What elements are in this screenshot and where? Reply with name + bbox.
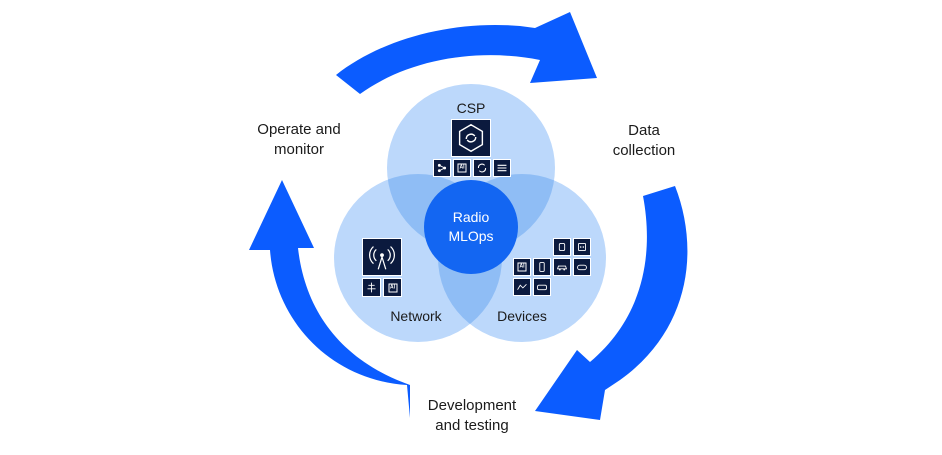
camera-icon bbox=[513, 278, 531, 296]
cycle-arrows bbox=[249, 12, 688, 420]
label-csp: CSP bbox=[456, 100, 486, 116]
list-icon bbox=[493, 159, 511, 177]
antenna-icon bbox=[362, 238, 402, 276]
robot-icon bbox=[573, 238, 591, 256]
stage-data-collection: Data collection bbox=[612, 122, 676, 159]
ai-chip-icon: AI bbox=[383, 278, 402, 297]
stage-development-testing: Development and testing bbox=[427, 397, 517, 434]
network-nodes-icon bbox=[433, 159, 451, 177]
arrow-right bbox=[535, 186, 688, 420]
label-devices: Devices bbox=[497, 308, 547, 324]
ai-chip-icon: AI bbox=[453, 159, 471, 177]
arrow-top bbox=[336, 12, 597, 94]
ai-chip-icon: AI bbox=[513, 258, 531, 276]
tower-icon bbox=[362, 278, 381, 297]
vehicle-icon bbox=[533, 278, 551, 296]
label-radio-mlops: Radio MLOps bbox=[448, 209, 494, 244]
smartwatch-icon bbox=[553, 238, 571, 256]
arrow-left bbox=[249, 180, 410, 418]
recycle-badge-icon bbox=[451, 119, 491, 157]
center-circle bbox=[424, 180, 518, 274]
car-icon bbox=[553, 258, 571, 276]
refresh-icon bbox=[473, 159, 491, 177]
gamepad-icon bbox=[573, 258, 591, 276]
phone-icon bbox=[533, 258, 551, 276]
stage-operate-monitor: Operate and monitor bbox=[257, 121, 341, 158]
label-network: Network bbox=[390, 308, 442, 324]
